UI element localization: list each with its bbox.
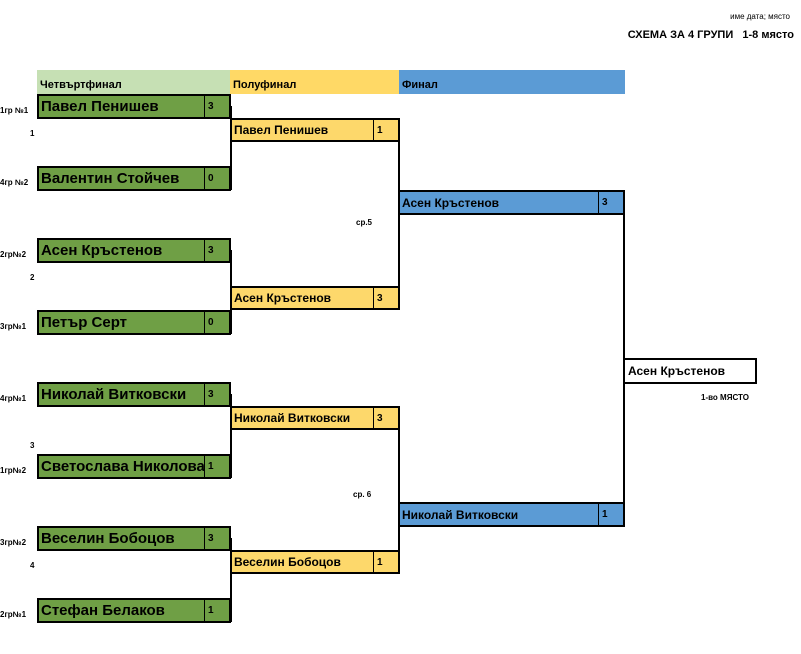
final-header: Финал	[399, 70, 625, 94]
match-number: 1	[30, 129, 35, 138]
match-number: 4	[30, 561, 35, 570]
page-title: СХЕМА ЗА 4 ГРУПИ 1-8 място	[627, 29, 794, 41]
player-score: 1	[373, 120, 398, 140]
player-score: 1	[373, 552, 398, 572]
match-number: 3	[30, 441, 35, 450]
quarterfinal-player: Петър Серт 0	[37, 310, 231, 335]
match-label: ср.5	[356, 218, 373, 227]
player-name: Светослава Николова	[41, 458, 204, 475]
player-score: 3	[373, 408, 398, 428]
bracket-line	[230, 106, 232, 190]
semifinal-header: Полуфинал	[230, 70, 399, 94]
seed-label: 2гр№1	[0, 610, 27, 619]
player-score: 3	[204, 240, 229, 261]
bracket-line	[230, 394, 232, 478]
winner-name: Асен Кръстенов	[628, 364, 726, 378]
semifinal-player: Николай Витковски 3	[230, 406, 400, 430]
player-name: Николай Витковски	[41, 386, 187, 403]
player-name: Павел Пенишев	[41, 98, 159, 115]
seed-label: 3гр№2	[0, 538, 27, 547]
player-name: Валентин Стойчев	[41, 170, 180, 187]
quarterfinal-player: Асен Кръстенов 3	[37, 238, 231, 263]
player-name: Асен Кръстенов	[234, 291, 332, 305]
quarterfinal-player: Стефан Белаков 1	[37, 598, 231, 623]
semifinal-player: Веселин Бобоцов 1	[230, 550, 400, 574]
semifinal-player: Асен Кръстенов 3	[230, 286, 400, 310]
seed-label: 2гр№2	[0, 250, 27, 259]
bracket-line	[398, 406, 400, 574]
quarterfinal-player: Валентин Стойчев 0	[37, 166, 231, 191]
player-name: Павел Пенишев	[234, 123, 329, 137]
top-note: име дата; място	[730, 12, 790, 21]
quarterfinal-player: Веселин Бобоцов 3	[37, 526, 231, 551]
match-number: 2	[30, 273, 35, 282]
seed-label: 1гр№2	[0, 466, 27, 475]
quarterfinal-player: Николай Витковски 3	[37, 382, 231, 407]
player-name: Николай Витковски	[402, 507, 519, 522]
player-score: 3	[204, 528, 229, 549]
player-name: Веселин Бобоцов	[234, 555, 341, 569]
seed-label: 1гр №1	[0, 106, 29, 115]
quarterfinal-header: Четвъртфинал	[37, 70, 230, 94]
player-score: 3	[204, 384, 229, 405]
player-name: Стефан Белаков	[41, 602, 165, 619]
player-score: 3	[373, 288, 398, 308]
player-score: 0	[204, 312, 229, 333]
final-player: Николай Витковски 1	[398, 502, 625, 527]
player-name: Николай Витковски	[234, 411, 351, 425]
player-score: 3	[598, 192, 623, 213]
semifinal-player: Павел Пенишев 1	[230, 118, 400, 142]
seed-label: 4гр №2	[0, 178, 29, 187]
player-score: 0	[204, 168, 229, 189]
player-name: Веселин Бобоцов	[41, 530, 175, 547]
seed-label: 3гр№1	[0, 322, 27, 331]
bracket-line	[230, 538, 232, 622]
final-player: Асен Кръстенов 3	[398, 190, 625, 215]
player-score: 1	[204, 600, 229, 621]
player-score: 1	[204, 456, 229, 477]
quarterfinal-player: Павел Пенишев 3	[37, 94, 231, 119]
player-name: Асен Кръстенов	[402, 195, 500, 210]
player-name: Асен Кръстенов	[41, 242, 163, 259]
place-label: 1-во МЯСТО	[701, 393, 749, 402]
player-score: 1	[598, 504, 623, 525]
player-score: 3	[204, 96, 229, 117]
seed-label: 4гр№1	[0, 394, 27, 403]
quarterfinal-player: Светослава Николова 1	[37, 454, 231, 479]
winner-box: Асен Кръстенов	[623, 358, 757, 384]
match-label: ср. 6	[353, 490, 372, 499]
player-name: Петър Серт	[41, 314, 128, 331]
